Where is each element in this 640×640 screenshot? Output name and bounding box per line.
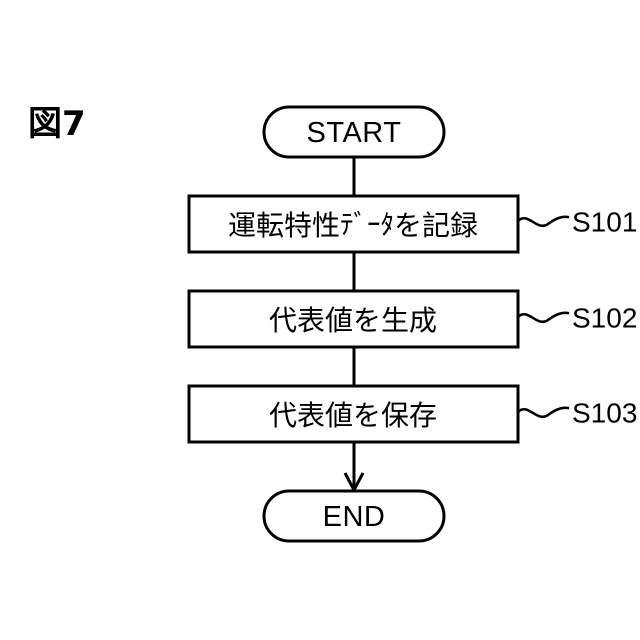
s103-leader-line [516,406,570,419]
s101-label: 運転特性ﾃﾞｰﾀを記録 [228,209,478,242]
start-label: START [307,117,402,149]
s102-leader-line [516,311,570,324]
node-end: END [262,489,446,543]
node-s102: 代表値を生成 S102 [187,289,637,349]
end-label: END [323,501,386,533]
s102-label: 代表値を生成 [269,304,437,337]
node-start: START [262,105,446,159]
s101-label-part-2: ﾃﾞｰﾀ [340,210,394,241]
s102-step-id: S102 [572,303,637,334]
figure-number-label: 図7 [28,104,86,144]
s103-step-id: S103 [572,398,637,429]
s101-step-id: S101 [572,207,637,238]
s101-leader-line [516,215,570,228]
node-s103: 代表値を保存 S103 [187,384,637,444]
end-shape [262,489,446,543]
s101-label-part-3: を記録 [394,209,478,242]
s103-label-part-1: 代表値を保存 [269,399,437,432]
node-s101: 運転特性ﾃﾞｰﾀを記録 S101 [187,194,637,254]
s101-label-part-1: 運転特性 [228,209,340,242]
s103-label: 代表値を保存 [269,399,437,432]
s102-label-part-1: 代表値を生成 [269,304,437,337]
